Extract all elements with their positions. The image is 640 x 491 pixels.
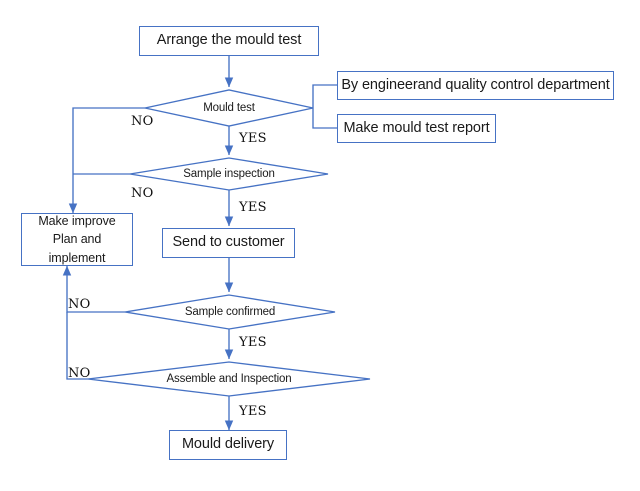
node-send-to-customer[interactable]: Send to customer <box>162 228 295 258</box>
node-arrange-the-mould-test[interactable]: Arrange the mould test <box>139 26 319 56</box>
edge-label-assemble-yes: YES <box>239 404 267 419</box>
decision-shape-mould-test <box>144 89 314 127</box>
node-make-mould-test-report[interactable]: Make mould test report <box>337 114 496 143</box>
node-label: Send to customer <box>172 234 285 251</box>
edge-label-sample-confirmed-no: NO <box>68 297 91 312</box>
node-label-line-1: Make improve <box>38 214 116 229</box>
node-label-line-2: Plan and <box>52 232 102 247</box>
edge-label-sample-inspection-yes: YES <box>239 200 267 215</box>
node-make-improve-plan-and-implement[interactable]: Make improve Plan and implement <box>21 213 133 266</box>
edge-label-sample-inspection-no: NO <box>131 186 154 201</box>
decision-shape-sample-inspection <box>129 157 329 191</box>
edge-label-assemble-no: NO <box>68 366 91 381</box>
edge-assemble-no <box>66 312 88 380</box>
edge-label-mould-test-yes: YES <box>239 131 267 146</box>
edge-mould-test-to-by-engineer <box>312 84 337 108</box>
node-label: By engineerand quality control departmen… <box>341 76 610 93</box>
decision-shape-assemble <box>87 361 371 397</box>
edge-mould-test-to-test-report <box>312 108 337 129</box>
edge-label-sample-confirmed-yes: YES <box>239 335 267 350</box>
node-label: Mould delivery <box>181 436 275 453</box>
decision-shape-sample-confirmed <box>124 294 336 330</box>
node-mould-delivery[interactable]: Mould delivery <box>169 430 287 460</box>
node-label: Arrange the mould test <box>156 32 302 49</box>
node-label: Make mould test report <box>343 119 490 136</box>
node-label-line-3: implement <box>48 250 106 265</box>
edge-mould-test-no <box>68 107 145 214</box>
edge-label-mould-test-no: NO <box>131 114 154 129</box>
node-by-engineer-and-quality-control[interactable]: By engineerand quality control departmen… <box>337 71 614 100</box>
